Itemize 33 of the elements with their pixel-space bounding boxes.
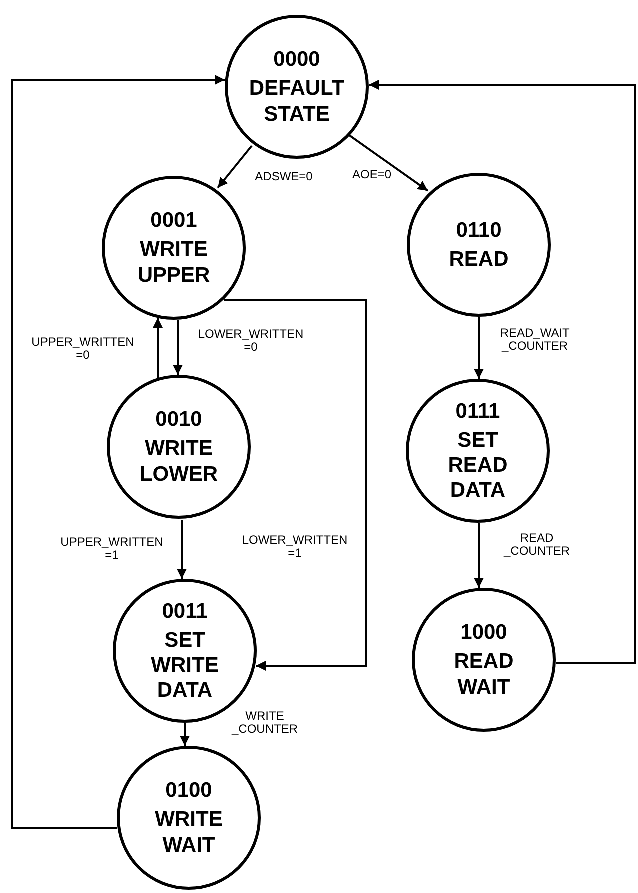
arrow [153,318,163,378]
state-name: WRITE LOWER [140,436,218,487]
state-code: 1000 [460,620,508,646]
state-code: 0110 [456,218,502,243]
edge-label: READ_WAIT _COUNTER [499,326,571,354]
state-code: 0001 [150,208,198,234]
arrow [224,299,367,671]
arrow [474,523,484,588]
state-code: 0000 [274,47,320,72]
arrow [11,75,225,829]
arrow [369,80,636,664]
edge-label: AOE=0 [351,168,393,182]
arrow [177,520,187,579]
state-code: 0011 [162,598,208,624]
edge-label: LOWER_WRITTEN =0 [197,328,305,354]
edge-label: ADSWE=0 [254,170,314,184]
state-name: SET READ DATA [448,428,508,504]
state-code: 0111 [456,398,500,424]
edge-label: READ _COUNTER [503,532,571,558]
state-name: READ [449,247,509,272]
state-name: WRITE WAIT [155,807,223,858]
arrow [180,723,190,746]
arrow [173,320,183,375]
state-name: DEFAULT STATE [249,76,345,127]
edge-label: WRITE _COUNTER [231,710,299,736]
state-name: SET WRITE DATA [151,628,219,704]
arrow [474,317,484,379]
state-code: 0100 [166,778,212,804]
state-code: 0010 [156,407,202,432]
arrow [217,145,253,189]
state-name: WRITE UPPER [138,237,210,288]
edge-label: UPPER_WRITTEN =0 [30,336,136,362]
state-name: READ WAIT [454,649,514,700]
